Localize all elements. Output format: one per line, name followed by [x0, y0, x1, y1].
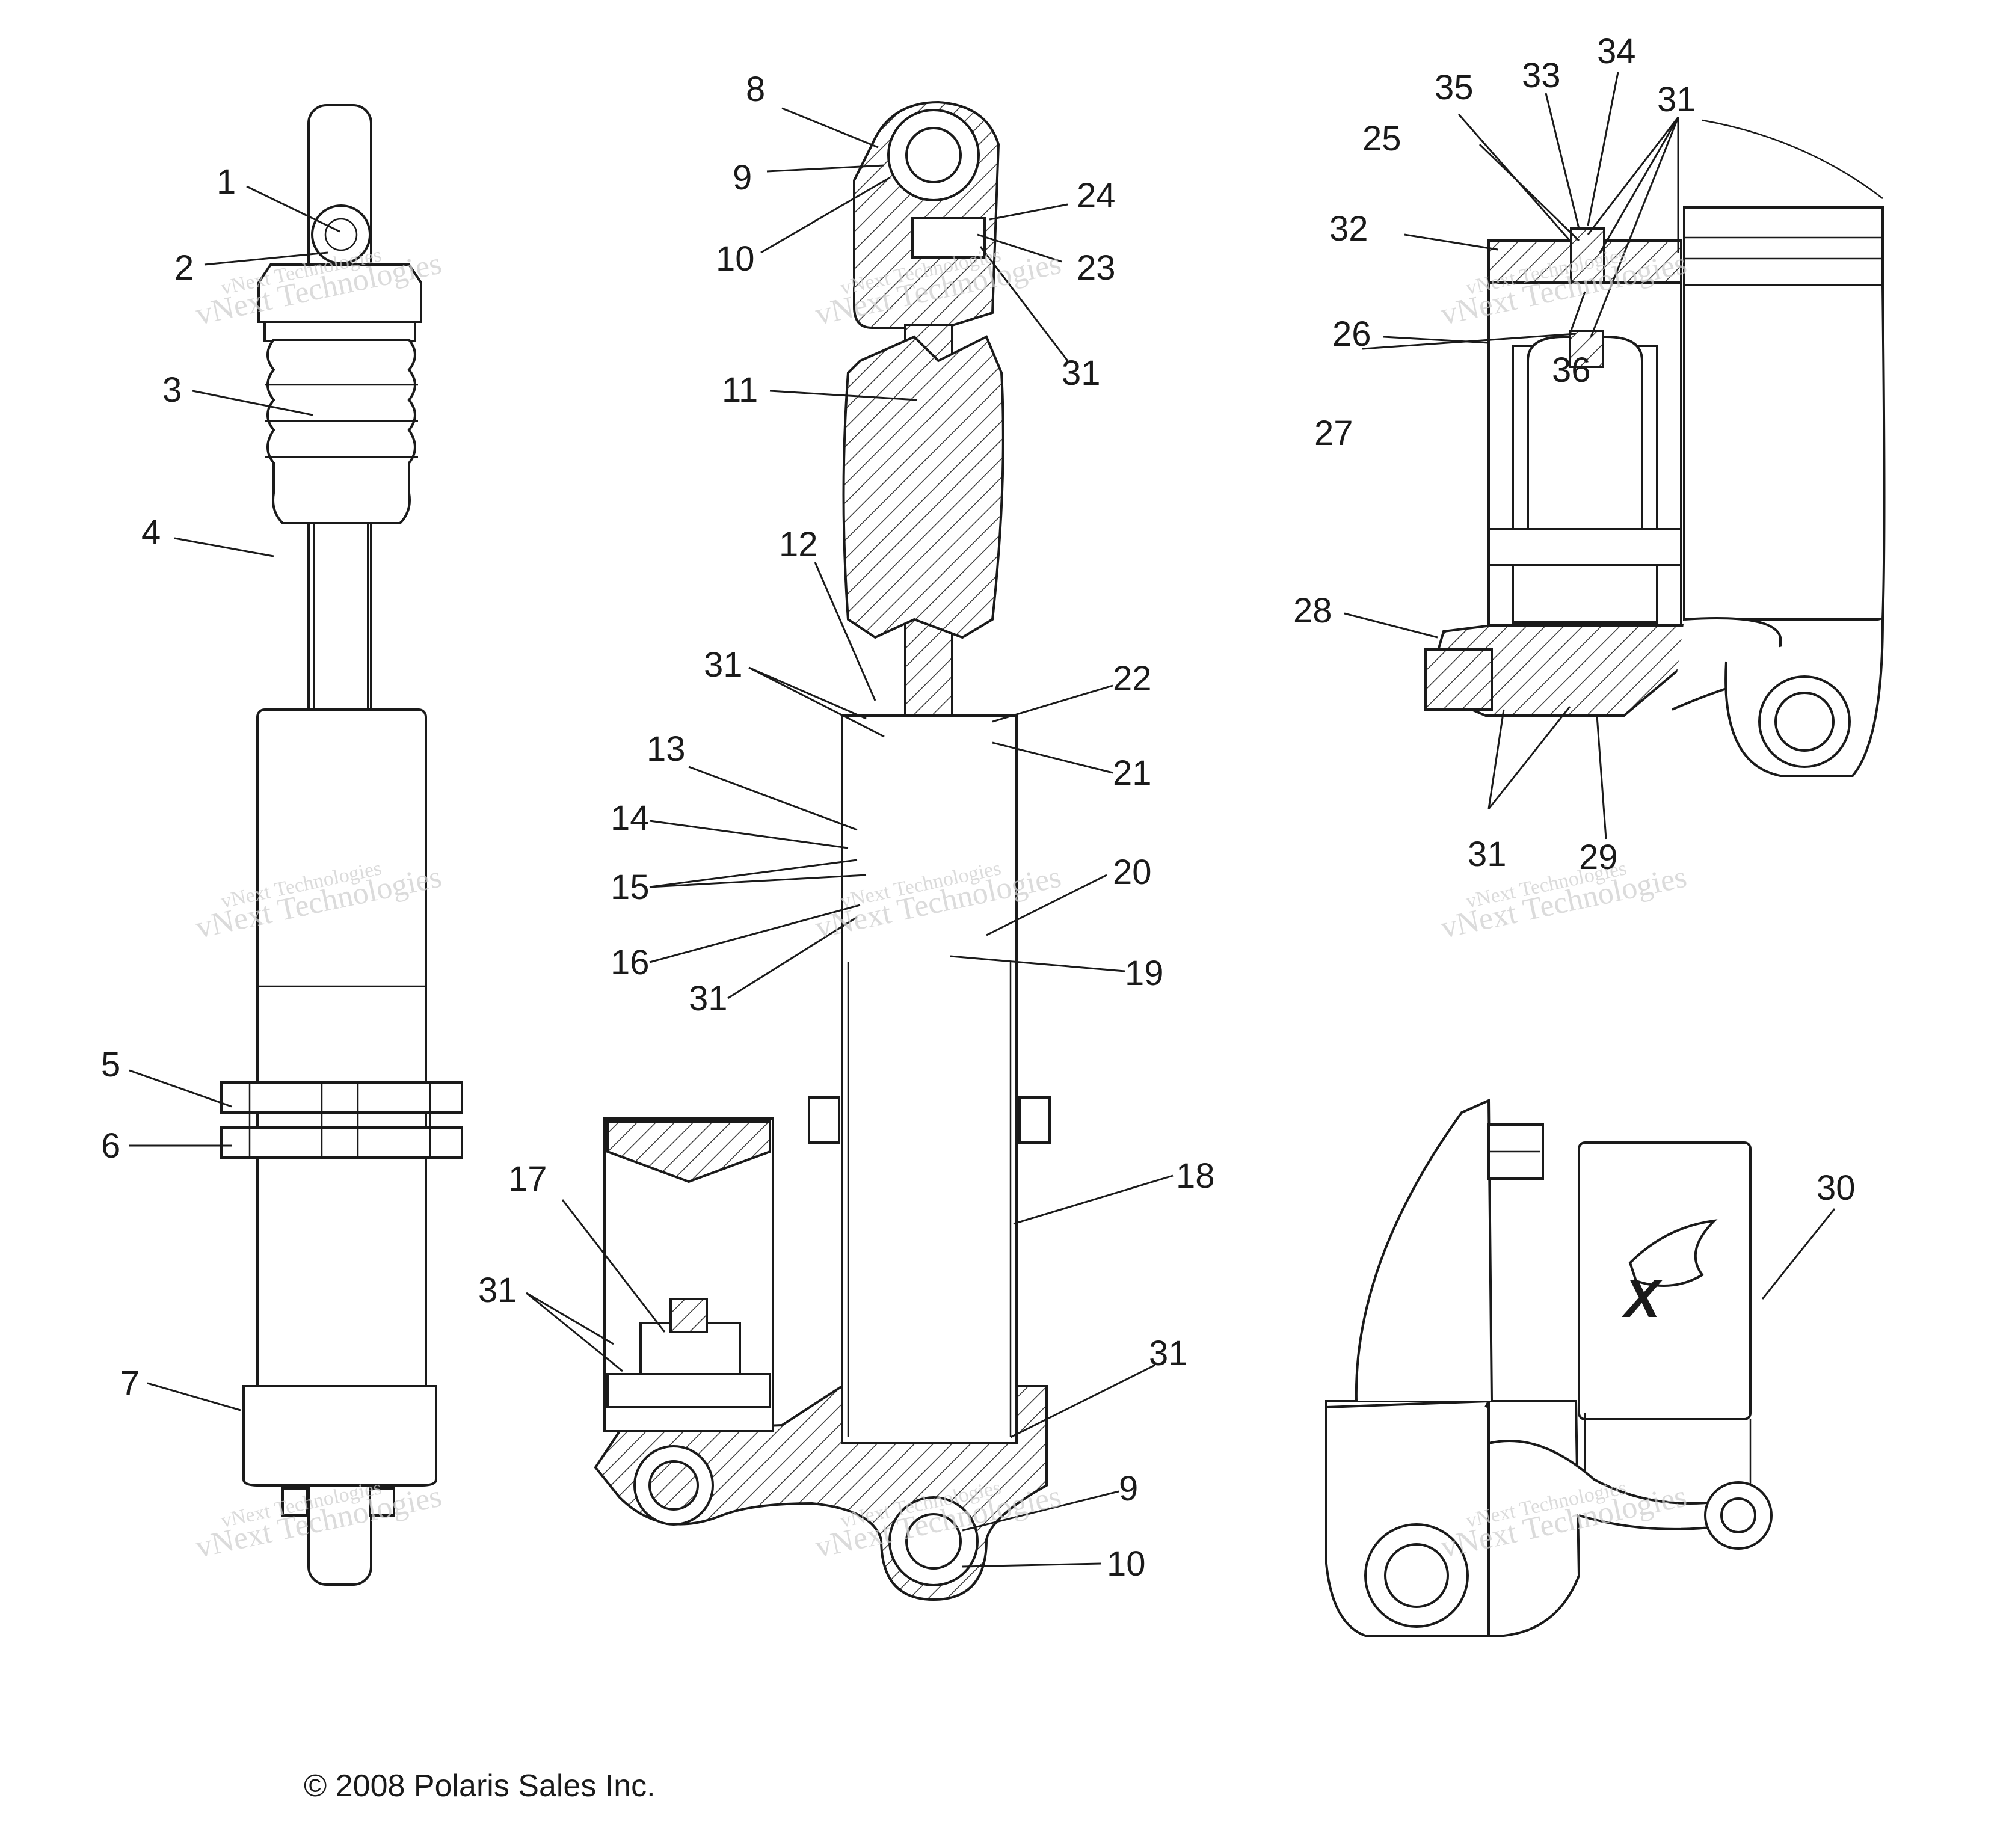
copyright-notice: © 2008 Polaris Sales Inc.	[304, 1769, 656, 1803]
callout-25: 25	[1362, 119, 1401, 158]
assembled-shock	[220, 104, 463, 1586]
callout-31-bottom-center: 31	[1149, 1334, 1188, 1373]
callout-31-top-center: 31	[1062, 354, 1101, 393]
callout-29: 29	[1579, 838, 1618, 877]
callout-33: 33	[1522, 56, 1561, 95]
callout-22: 22	[1113, 659, 1152, 698]
callout-10-bottom: 10	[1107, 1544, 1146, 1583]
callout-27: 27	[1314, 414, 1353, 453]
reservoir-external-view: X	[1325, 1098, 1773, 1637]
callout-labels: 1 2 3 4 5 6 7 8 9 10 11 12 13 14 15 16 1…	[101, 32, 1856, 1583]
callout-28: 28	[1293, 591, 1332, 630]
callout-32: 32	[1329, 209, 1368, 248]
callout-10-top: 10	[716, 239, 755, 278]
sectioned-shock	[594, 100, 1051, 1601]
callout-8: 8	[746, 70, 765, 109]
callout-24: 24	[1077, 176, 1116, 215]
callout-19: 19	[1125, 954, 1164, 993]
callout-15: 15	[611, 868, 650, 907]
callout-6: 6	[101, 1126, 120, 1165]
callout-2: 2	[174, 248, 194, 287]
callout-14: 14	[611, 799, 650, 838]
callout-5: 5	[101, 1045, 120, 1084]
callout-34: 34	[1597, 32, 1636, 71]
callout-31-center-left: 31	[704, 645, 743, 684]
callout-31-center-lower: 31	[689, 979, 728, 1018]
callout-3: 3	[162, 370, 182, 410]
callout-4: 4	[141, 513, 161, 552]
fox-logo: X	[1621, 1269, 1663, 1329]
callout-13: 13	[647, 729, 686, 769]
callout-11: 11	[722, 370, 758, 410]
callout-35: 35	[1435, 68, 1474, 107]
callout-31-reservoir-left: 31	[478, 1271, 517, 1310]
leader-lines	[129, 72, 1836, 1568]
callout-1: 1	[217, 162, 236, 201]
callout-26: 26	[1332, 315, 1371, 354]
callout-20: 20	[1113, 853, 1152, 892]
callout-17: 17	[508, 1159, 547, 1199]
callout-36: 36	[1552, 351, 1591, 390]
callout-23: 23	[1077, 248, 1116, 287]
reservoir-section	[1424, 119, 1886, 777]
callout-31-right-lower: 31	[1468, 835, 1507, 874]
callout-9-top: 9	[733, 158, 752, 197]
callout-7: 7	[120, 1364, 140, 1403]
callout-16: 16	[611, 943, 650, 982]
callout-12: 12	[779, 525, 818, 564]
callout-30: 30	[1817, 1168, 1856, 1208]
callout-18: 18	[1176, 1156, 1215, 1196]
callout-21: 21	[1113, 754, 1152, 793]
callout-31-top-right: 31	[1657, 80, 1696, 119]
callout-9-bottom: 9	[1119, 1469, 1138, 1508]
